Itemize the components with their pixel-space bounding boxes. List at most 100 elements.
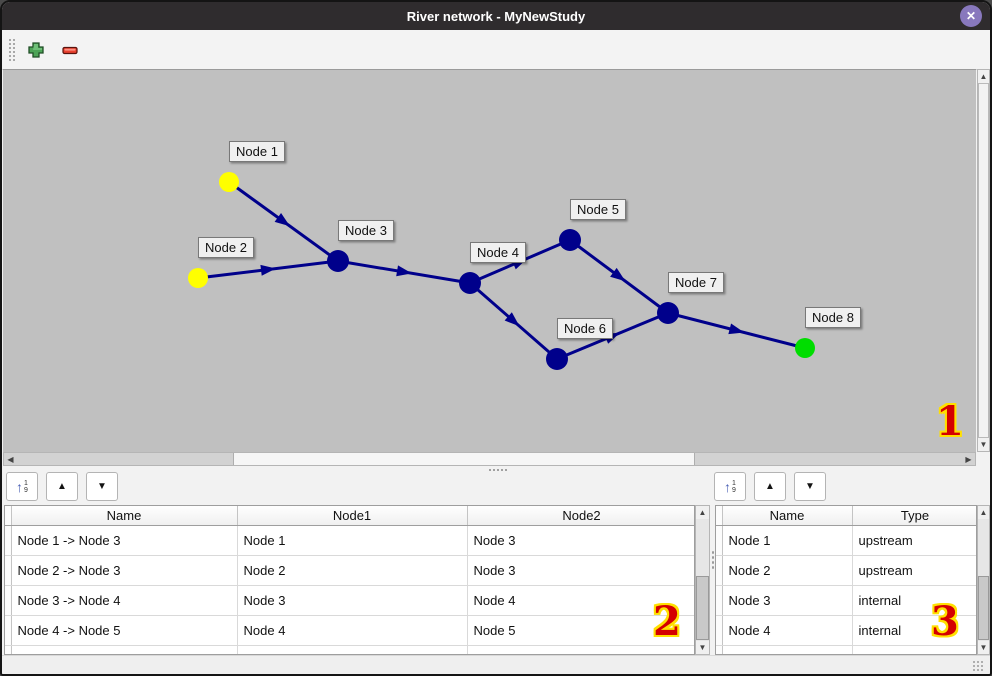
tables-splitter-handle[interactable] (711, 550, 715, 570)
horizontal-scroll-thumb[interactable] (233, 453, 695, 465)
column-header[interactable]: Node2 (467, 506, 694, 526)
node-node6[interactable] (546, 348, 568, 370)
node-label-node6[interactable]: Node 6 (557, 318, 613, 339)
row-header-cell[interactable] (716, 525, 723, 556)
column-header[interactable]: Node1 (237, 506, 468, 526)
row-header-cell (716, 645, 723, 654)
table-cell[interactable]: Node 3 (467, 555, 694, 586)
table-cell[interactable]: Node 4 (467, 585, 694, 616)
node-node1[interactable] (219, 172, 239, 192)
scroll-down-icon[interactable]: ▼ (978, 438, 989, 451)
branches-table-scrollbar[interactable]: ▲ ▼ (695, 505, 710, 655)
table-cell[interactable]: Node 2 -> Node 3 (11, 555, 238, 586)
scroll-right-icon[interactable]: ▶ (965, 454, 972, 464)
scroll-down-icon[interactable]: ▼ (978, 641, 989, 654)
move-down-node-button[interactable]: ▼ (794, 472, 826, 501)
triangle-down-icon: ▼ (97, 480, 107, 492)
vertical-scroll-thumb[interactable] (978, 83, 989, 438)
table-cell[interactable]: Node 4 -> Node 5 (11, 615, 238, 646)
node-label-node4[interactable]: Node 4 (470, 242, 526, 263)
table-cell (722, 645, 853, 654)
row-header-cell[interactable] (5, 585, 12, 616)
row-header-cell[interactable] (716, 585, 723, 616)
column-header[interactable]: Name (11, 506, 238, 526)
scroll-up-icon[interactable]: ▲ (978, 506, 989, 519)
node-label-node3[interactable]: Node 3 (338, 220, 394, 241)
remove-node-button[interactable] (57, 37, 83, 63)
move-up-node-button[interactable]: ▲ (754, 472, 786, 501)
node-label-node5[interactable]: Node 5 (570, 199, 626, 220)
node-node4[interactable] (459, 272, 481, 294)
table-cell[interactable]: Node 5 (467, 615, 694, 646)
table-cell[interactable]: Node 2 (237, 555, 468, 586)
node-node5[interactable] (559, 229, 581, 251)
nodes-table-scrollbar[interactable]: ▲ ▼ (977, 505, 990, 655)
row-header-cell[interactable] (5, 615, 12, 646)
triangle-down-icon: ▼ (805, 480, 815, 492)
edge-arrowhead-icon (728, 323, 745, 335)
table-cell[interactable]: Node 4 (237, 615, 468, 646)
node-label-node7[interactable]: Node 7 (668, 272, 724, 293)
triangle-up-icon: ▲ (57, 480, 67, 492)
scroll-left-icon[interactable]: ◀ (7, 454, 14, 464)
move-up-branch-button[interactable]: ▲ (46, 472, 78, 501)
table-cell (11, 645, 238, 654)
add-node-button[interactable] (23, 37, 49, 63)
table-cell[interactable]: internal (852, 585, 976, 616)
table-cell[interactable]: Node 2 (722, 555, 853, 586)
table-cell[interactable]: Node 4 (722, 615, 853, 646)
node-node2[interactable] (188, 268, 208, 288)
node-node3[interactable] (327, 250, 349, 272)
table-cell[interactable]: Node 1 (237, 525, 468, 556)
node-node7[interactable] (657, 302, 679, 324)
splitter-handle[interactable] (488, 468, 508, 472)
node-label-node2[interactable]: Node 2 (198, 237, 254, 258)
table-row-partial[interactable] (5, 645, 694, 654)
scroll-up-icon[interactable]: ▲ (978, 70, 989, 83)
table-row-partial[interactable] (716, 645, 976, 654)
branches-scroll-thumb[interactable] (696, 576, 709, 640)
row-header-cell[interactable] (716, 555, 723, 586)
table-cell[interactable]: Node 1 (722, 525, 853, 556)
canvas-horizontal-scrollbar[interactable]: ◀ ▶ (3, 452, 976, 466)
node-node8[interactable] (795, 338, 815, 358)
edge-arrowhead-icon (396, 265, 412, 277)
row-header-cell[interactable] (5, 555, 12, 586)
node-label-node1[interactable]: Node 1 (229, 141, 285, 162)
node-label-node8[interactable]: Node 8 (805, 307, 861, 328)
close-button[interactable]: ✕ (960, 5, 982, 27)
move-down-branch-button[interactable]: ▼ (86, 472, 118, 501)
row-header-gutter (716, 506, 723, 526)
scroll-down-icon[interactable]: ▼ (696, 641, 709, 654)
network-canvas[interactable]: Node 1 Node 2 Node 3 Node 4 Node 5 Node 6 Node… (3, 69, 976, 453)
table-cell[interactable]: Node 3 -> Node 4 (11, 585, 238, 616)
table-cell[interactable]: Node 3 (237, 585, 468, 616)
row-header-cell[interactable] (716, 615, 723, 646)
row-header-cell[interactable] (5, 525, 12, 556)
resize-grip[interactable] (972, 660, 984, 672)
table-cell[interactable]: Node 3 (467, 525, 694, 556)
column-header[interactable]: Type (852, 506, 976, 526)
toolbar-grip-handle[interactable] (8, 37, 15, 62)
nodes-scroll-thumb[interactable] (978, 576, 989, 640)
table-cell[interactable]: Node 3 (722, 585, 853, 616)
table-cell[interactable]: Node 1 -> Node 3 (11, 525, 238, 556)
table-cell[interactable]: upstream (852, 555, 976, 586)
scroll-up-icon[interactable]: ▲ (696, 506, 709, 519)
column-header[interactable]: Name (722, 506, 853, 526)
canvas-vertical-scrollbar[interactable]: ▲ ▼ (977, 69, 990, 452)
table-cell[interactable]: internal (852, 615, 976, 646)
minus-icon (62, 46, 78, 54)
table-cell[interactable]: upstream (852, 525, 976, 556)
